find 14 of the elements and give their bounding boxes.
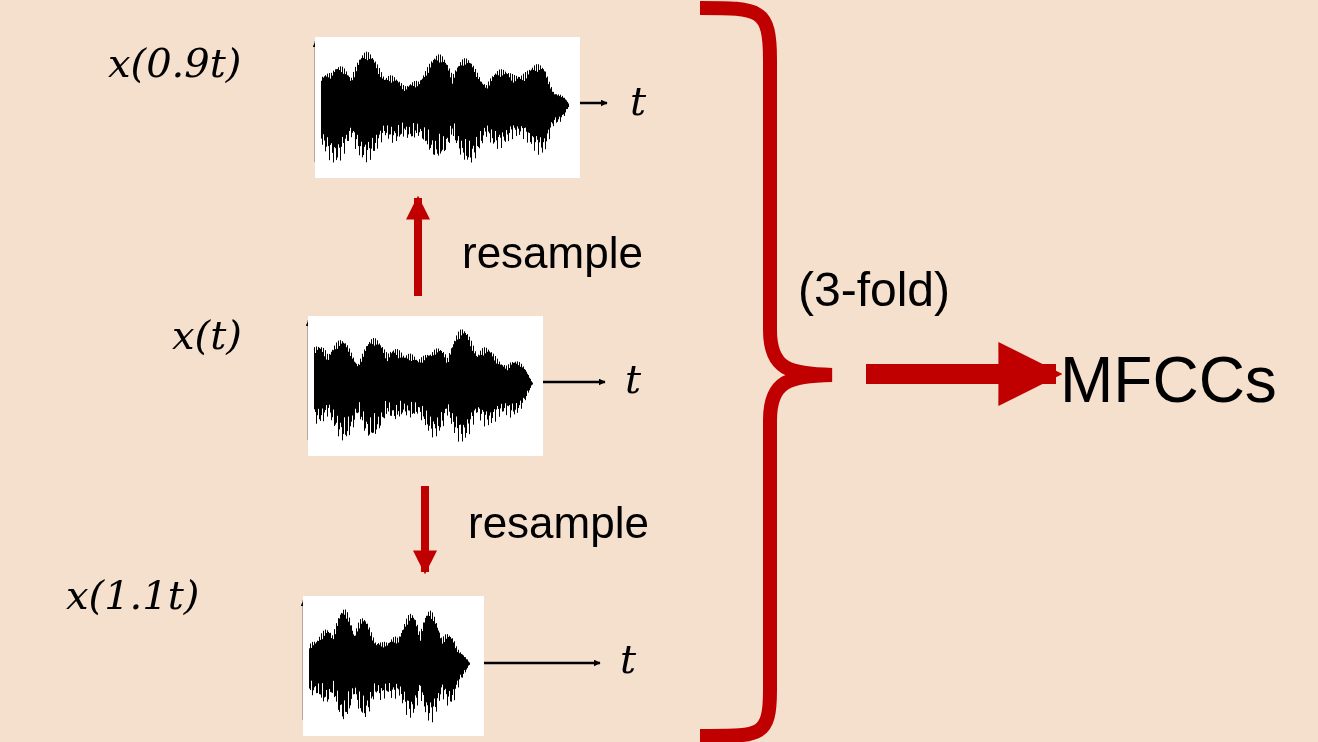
waveform-plot (303, 596, 484, 736)
output-label: MFCCs (1060, 343, 1277, 418)
edge-label: resample (462, 228, 643, 278)
signal-label: x(1.1t) (66, 572, 200, 618)
axis-label: t (630, 78, 647, 124)
axis-label: t (625, 356, 642, 402)
signal-label: x(t) (172, 312, 242, 358)
signal-label: x(0.9t) (108, 40, 242, 86)
axis-label: t (620, 636, 637, 682)
edge-label: resample (468, 498, 649, 548)
arrow (866, 342, 1063, 406)
waveform-plot (315, 37, 580, 178)
waveform-plot (308, 316, 543, 456)
note-label: (3-fold) (798, 262, 951, 317)
